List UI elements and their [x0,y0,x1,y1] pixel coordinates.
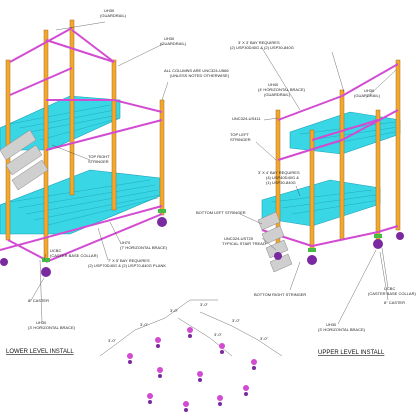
plan-post-icon [183,401,189,412]
label-columns: ALL COLUMNS ARE UNC324-U566 [164,68,229,73]
left-labels: UH30 (GUARDRAIL) UH30 (GUARDRAIL) ALL CO… [6,8,230,355]
plan-dim: 3'-0" [140,322,149,327]
label-top-right-stringer: TOP RIGHT [88,154,110,159]
left-caster-icon [0,258,8,266]
label-caster: 8" CASTER [384,300,405,305]
plan-view: 3'-0" 3'-0" 3'-0" 3'-0" 3'-0" 3'-0" 3'-0… [99,299,283,412]
right-scaffold-view [239,47,404,325]
left-collar-icon [158,209,166,213]
left-lower-deck-grid [9,179,161,227]
plan-post-icon [217,395,223,406]
left-leaders [29,21,169,323]
plan-post-icon [155,337,161,348]
label-bay-mid: 3' X 4' BAY REQUIRES [258,170,300,175]
label-horizontal-brace-sub: (7' HORIZONTAL BRACE) [120,245,168,250]
label-bottom-brace: UH30 [326,322,337,327]
label-top-left-stringer: TOP LEFT [230,132,250,137]
plan-dim: 3'-0" [170,308,179,313]
label-caster-collar-sub: (CASTER BASE COLLAR) [368,291,416,296]
label-bay-mid-2: (4) USP40D40G & [266,175,299,180]
label-bay-mid-3: (1) USP30-840G [266,180,296,185]
left-caster-icon [41,267,51,277]
label-guardrail-sub-2: (GUARDRAIL) [354,93,381,98]
label-bottom-right-stringer: BOTTOM RIGHT STRINGER [254,292,306,297]
label-horizontal-brace: UH40 [268,82,279,87]
plan-post-icon [187,327,193,338]
plan-post-icon [147,393,153,404]
label-caster: 8" CASTER [28,298,49,303]
label-bottom-left-stringer: BOTTOM LEFT STRINGER [196,210,246,215]
label-column: UNC324-US411 [232,116,261,121]
left-collar-icon [42,258,50,262]
left-scaffold-view [0,19,169,323]
label-guardrail: UH30 [364,88,375,93]
label-bay-top: 3' X 3' BAY REQUIRES [238,40,280,45]
label-guardrail-sub: (GUARDRAIL) [264,92,291,97]
label-guardrail-sub: (GUARDRAIL) [160,41,187,46]
label-bay: 7' X 5' BAY REQUIRES [108,258,150,263]
caption-lower-level: LOWER LEVEL INSTALL [6,349,74,355]
label-top-left-stringer-2: STRINGER [230,137,251,142]
label-bay-2: (2) USP70D40G & (2) USP70-840G PLANK [88,263,166,268]
plan-post-icon [197,371,203,382]
plan-post-icon [219,343,225,354]
plan-dim: 3'-0" [200,302,209,307]
right-stair [257,211,293,273]
right-collar-icon [308,248,316,252]
caption-upper-level: UPPER LEVEL INSTALL [318,350,385,356]
label-horizontal-brace-sub: (4' HORIZONTAL BRACE) [258,87,306,92]
plan-dims: 3'-0" 3'-0" 3'-0" 3'-0" 3'-0" 3'-0" 3'-0… [108,302,269,343]
label-guardrail-top: UH30 [104,8,115,13]
right-casters [274,232,404,265]
right-caster-icon [373,239,383,249]
right-caster-icon [274,252,282,260]
right-leaders [239,47,397,325]
label-bottom-brace-sub: (3' HORIZONTAL BRACE) [28,325,76,330]
right-mid-deck-grid [271,189,381,215]
plan-post-icon [251,359,257,370]
left-stair [0,129,49,191]
plan-dim: 3'-0" [214,332,223,337]
plan-post-markers [127,327,257,412]
plan-dim: 3'-0" [232,318,241,323]
label-bottom-brace-sub: (3' HORIZONTAL BRACE) [318,327,366,332]
plan-post-icon [157,367,163,378]
plan-dim: 3'-0" [108,338,117,343]
label-stair-2: TYPICAL STAIR TREAD [222,241,266,246]
label-top-right-stringer-2: STRINGER [88,159,109,164]
left-casters [0,209,167,277]
right-collar-icon [374,234,382,238]
label-columns-sub: (UNLESS NOTED OTHERWISE) [170,73,230,78]
label-stair: UNC324-UST20 [224,236,254,241]
right-braces [261,63,399,247]
label-guardrail: UH30 [164,36,175,41]
right-caster-icon [307,255,317,265]
label-caster-collar: UCBC [50,248,61,253]
label-caster-collar: UCBC [384,286,395,291]
right-caster-icon [396,232,404,240]
plan-post-icon [127,353,133,364]
label-bottom-brace: UH30 [36,320,47,325]
right-labels: 3' X 3' BAY REQUIRES (2) USP30D40G & (2)… [196,40,416,356]
plan-dimension-lines [99,299,283,357]
left-caster-icon [157,217,167,227]
plan-dim: 3'-0" [260,336,269,341]
plan-post-icon [243,385,249,396]
left-braces [0,27,163,263]
label-guardrail-top-sub: (GUARDRAIL) [100,13,127,18]
label-bay-top-2: (2) USP30D40G & (2) USP30-840G [230,45,294,50]
label-caster-collar-sub: (CASTER BASE COLLAR) [50,253,98,258]
label-horizontal-brace: UH70 [120,240,131,245]
